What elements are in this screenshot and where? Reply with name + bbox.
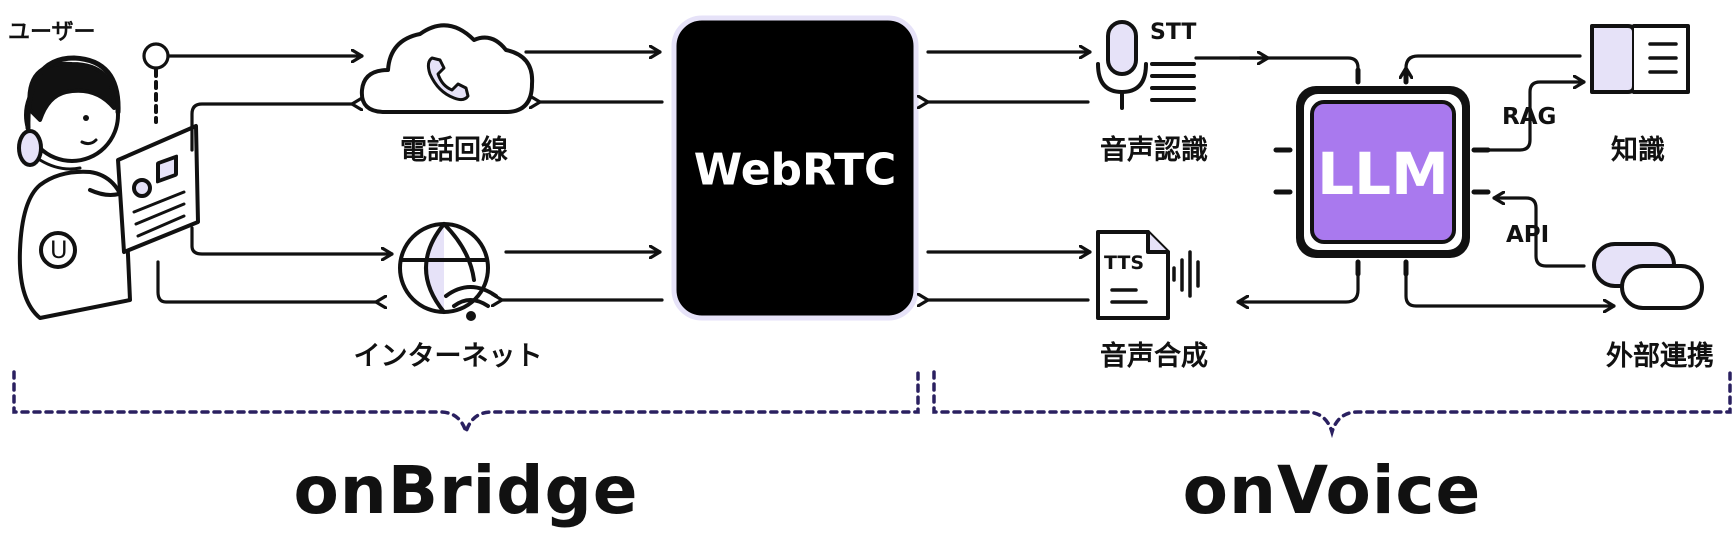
user-badge: U xyxy=(50,236,68,264)
arrow-phone-to-user xyxy=(190,104,352,152)
internet-label: インターネット xyxy=(353,341,543,372)
arrow-llm-to-tts xyxy=(1236,274,1360,302)
bracket-onbridge xyxy=(12,370,920,439)
api-label: API xyxy=(1506,222,1550,248)
webrtc-label: WebRTC xyxy=(693,144,897,196)
llm-label: LLM xyxy=(1317,140,1449,208)
external-label: 外部連携 xyxy=(1606,341,1714,372)
phone-cloud-icon xyxy=(359,23,535,114)
user-label: ユーザー xyxy=(8,20,96,45)
stt-label: 音声認識 xyxy=(1100,135,1208,166)
tts-tag: TTS xyxy=(1104,252,1145,274)
globe-wifi-icon xyxy=(398,222,498,321)
arrow-knowledge-to-llm xyxy=(1406,54,1582,68)
onvoice-title: onVoice xyxy=(1182,452,1482,529)
user-connectors xyxy=(142,42,394,302)
llm-chip xyxy=(1273,67,1491,277)
onbridge-title: onBridge xyxy=(293,452,639,529)
arrow-llm-to-external xyxy=(1404,274,1616,306)
phone-label: 電話回線 xyxy=(400,135,508,166)
arrow-external-to-llm xyxy=(1492,198,1586,268)
document-wave-icon xyxy=(1096,230,1200,320)
arrow-llm-to-knowledge xyxy=(1486,82,1586,152)
rag-label: RAG xyxy=(1502,104,1557,130)
stt-tag: STT xyxy=(1150,20,1197,45)
book-icon xyxy=(1590,24,1690,94)
microphone-icon xyxy=(1096,20,1196,110)
webrtc-box xyxy=(671,15,919,321)
bracket-onvoice xyxy=(932,370,1732,439)
tts-label: 音声合成 xyxy=(1100,341,1208,372)
arrow-user-to-internet xyxy=(190,226,394,254)
user-illustration-icon xyxy=(17,55,200,320)
arrow-internet-to-user xyxy=(156,260,376,302)
knowledge-label: 知識 xyxy=(1611,135,1665,166)
link-icon xyxy=(1592,242,1704,310)
